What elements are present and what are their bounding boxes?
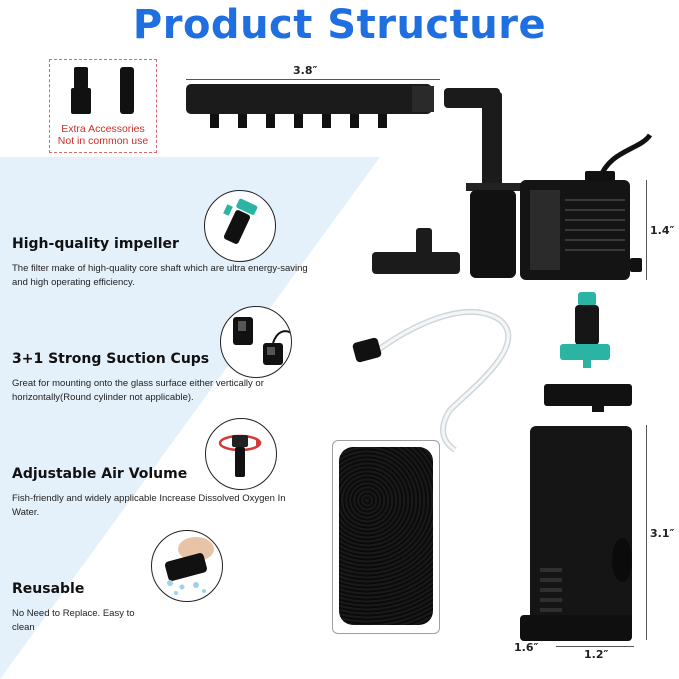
feature-description: Great for mounting onto the glass surfac… bbox=[12, 378, 264, 403]
feature-title: Reusable bbox=[12, 581, 85, 597]
feature-title: 3+1 Strong Suction Cups bbox=[12, 351, 210, 367]
feature-title: Adjustable Air Volume bbox=[12, 466, 188, 482]
accessory-tubes-icon bbox=[71, 67, 134, 114]
width-label: 1.2″ bbox=[584, 648, 609, 661]
feature-description: The filter make of high-quality core sha… bbox=[12, 263, 308, 288]
pump-height-label: 1.4″ bbox=[650, 224, 675, 237]
feature-reusable: Reusable No Need to Replace. Easy to cle… bbox=[12, 581, 142, 635]
page-title: Product Structure bbox=[132, 2, 547, 48]
width-dimension-line bbox=[556, 646, 634, 647]
feature-description: No Need to Replace. Easy to clean bbox=[12, 608, 135, 633]
feature-description: Fish-friendly and widely applicable Incr… bbox=[12, 493, 286, 518]
extra-accessories-label: Extra Accessories Not in common use bbox=[57, 123, 149, 147]
impeller-icon bbox=[223, 198, 258, 244]
feature-impeller: High-quality impeller The filter make of… bbox=[12, 236, 312, 290]
body-height-line bbox=[646, 425, 647, 640]
length-dimension-line bbox=[186, 79, 440, 80]
pump-height-line bbox=[646, 180, 647, 280]
extra-accessories-box: Extra Accessories Not in common use bbox=[49, 59, 157, 153]
air-valve-icon bbox=[218, 434, 262, 477]
body-height-label: 3.1″ bbox=[650, 527, 675, 540]
sponge-rinse-icon bbox=[164, 537, 214, 595]
air-valve-icon-circle bbox=[205, 418, 277, 490]
suction-cup-icon-circle bbox=[220, 306, 292, 378]
filter-sponge-image bbox=[339, 447, 433, 625]
feature-air-volume: Adjustable Air Volume Fish-friendly and … bbox=[12, 466, 312, 520]
sponge-rinse-icon-circle bbox=[151, 530, 223, 602]
sponge-frame bbox=[332, 440, 440, 634]
impeller-icon-circle bbox=[204, 190, 276, 262]
depth-label: 1.6″ bbox=[514, 641, 539, 654]
feature-suction-cups: 3+1 Strong Suction Cups Great for mounti… bbox=[12, 351, 312, 405]
feature-title: High-quality impeller bbox=[12, 236, 179, 252]
suction-cup-icon bbox=[233, 317, 291, 365]
length-dimension-label: 3.8″ bbox=[293, 64, 318, 77]
